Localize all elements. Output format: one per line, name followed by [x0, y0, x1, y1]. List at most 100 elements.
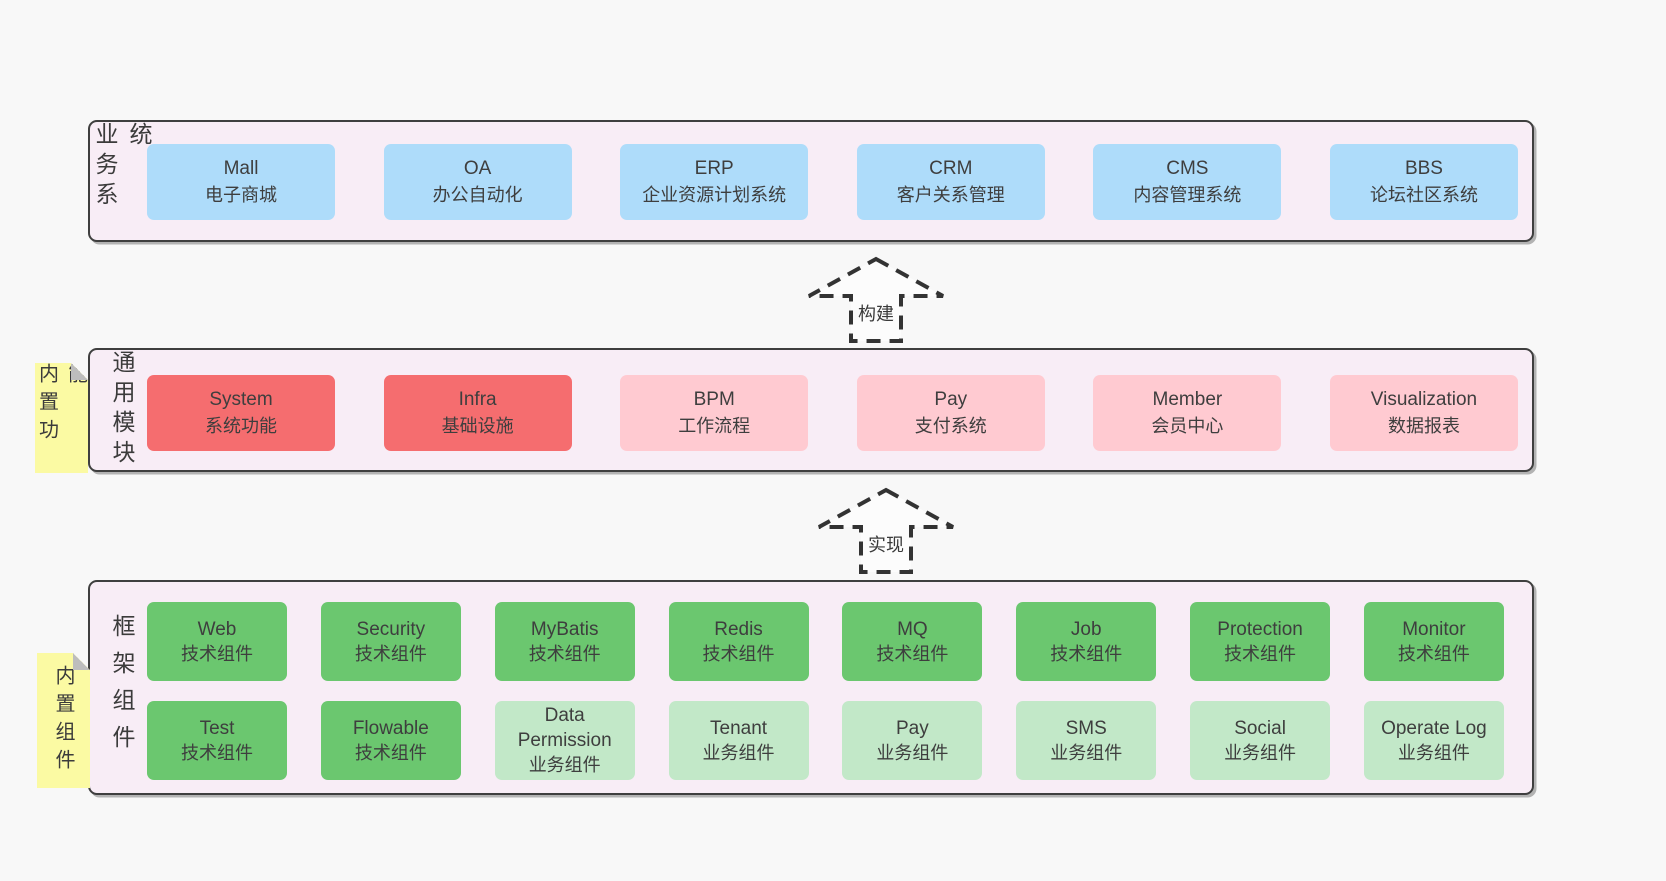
box-subtitle: 会员中心 — [1151, 416, 1224, 436]
component-box-data-permission: Data Permission 业务组件 — [494, 701, 635, 780]
module-box-system: System 系统功能 — [147, 375, 335, 451]
box-title: Mall — [223, 158, 259, 179]
box-title: BBS — [1404, 158, 1443, 179]
box-subtitle: 工作流程 — [678, 416, 751, 436]
component-box-test: Test 技术组件 — [147, 701, 287, 780]
module-box-erp: ERP 企业资源计划系统 — [620, 144, 809, 220]
up-arrow-icon — [808, 256, 944, 343]
band-label-text: 业务系统 — [92, 122, 152, 212]
box-title: BPM — [693, 389, 735, 410]
component-box-sms: SMS 业务组件 — [1016, 701, 1157, 780]
up-arrow-icon — [818, 487, 954, 574]
band-business-systems-label: 业务系统 — [92, 122, 152, 240]
implement-arrow: 实现 — [816, 487, 956, 575]
box-title: Visualization — [1370, 389, 1478, 410]
band-label-text: 框架组件 — [109, 613, 135, 762]
box-title: Flowable — [352, 717, 429, 739]
component-box-mq: MQ 技术组件 — [842, 602, 983, 681]
build-arrow: 构建 — [806, 256, 946, 344]
box-subtitle: 客户关系管理 — [896, 185, 1005, 205]
component-box-web: Web 技术组件 — [147, 602, 287, 681]
module-box-member: Member 会员中心 — [1093, 375, 1282, 451]
box-subtitle: 技术组件 — [702, 643, 775, 664]
component-box-flowable: Flowable 技术组件 — [320, 701, 461, 780]
box-title: MQ — [897, 618, 928, 640]
module-box-cms: CMS 内容管理系统 — [1093, 144, 1282, 220]
component-box-security: Security 技术组件 — [320, 602, 461, 681]
box-subtitle: 技术组件 — [1050, 643, 1123, 664]
box-subtitle: 业务组件 — [702, 742, 775, 763]
box-subtitle: 技术组件 — [181, 643, 253, 664]
box-title: Pay — [934, 389, 968, 410]
box-title: Tenant — [710, 717, 768, 739]
module-box-bpm: BPM 工作流程 — [620, 375, 809, 451]
band-common-modules: 通用模块 System 系统功能 Infra 基础设施 BPM 工作流程 Pay… — [88, 348, 1534, 472]
box-subtitle: 支付系统 — [914, 416, 987, 436]
box-subtitle: 电子商城 — [205, 185, 277, 205]
box-title: Infra — [458, 389, 497, 410]
box-title: Security — [356, 618, 426, 640]
band-common-modules-label: 通用模块 — [98, 350, 146, 470]
box-subtitle: 业务组件 — [1050, 742, 1123, 763]
box-subtitle: 技术组件 — [354, 742, 427, 763]
component-box-redis: Redis 技术组件 — [668, 602, 809, 681]
build-arrow-label: 构建 — [858, 304, 894, 324]
box-title: Data Permission — [517, 705, 612, 751]
band-business-systems: 业务系统 Mall 电子商城 OA 办公自动化 ERP 企业资源计划系统 CRM… — [88, 120, 1534, 242]
box-subtitle: 论坛社区系统 — [1369, 185, 1478, 205]
box-subtitle: 办公自动化 — [432, 185, 523, 205]
component-box-monitor: Monitor 技术组件 — [1363, 602, 1504, 681]
implement-arrow-label: 实现 — [868, 535, 904, 555]
band-framework-components-label: 框架组件 — [98, 582, 146, 793]
band-framework-components: 框架组件 Web 技术组件 Security 技术组件 MyBatis 技术组件… — [88, 580, 1534, 795]
framework-components-grid: Web 技术组件 Security 技术组件 MyBatis 技术组件 Redi… — [147, 602, 1504, 780]
box-subtitle: 业务组件 — [1224, 742, 1297, 763]
module-box-crm: CRM 客户关系管理 — [856, 144, 1045, 220]
box-title: Social — [1234, 717, 1286, 739]
box-subtitle: 内容管理系统 — [1133, 185, 1242, 205]
box-title: Test — [199, 717, 235, 739]
box-title: Member — [1152, 389, 1223, 410]
sticky-note-builtin-features: 内置功能 — [35, 363, 88, 473]
box-subtitle: 技术组件 — [354, 643, 427, 664]
box-title: CMS — [1166, 158, 1209, 179]
component-box-tenant: Tenant 业务组件 — [668, 701, 809, 780]
box-title: MyBatis — [530, 618, 599, 640]
business-systems-row: Mall 电子商城 OA 办公自动化 ERP 企业资源计划系统 CRM 客户关系… — [147, 144, 1518, 220]
box-subtitle: 企业资源计划系统 — [642, 185, 787, 205]
box-title: Web — [197, 618, 237, 640]
box-subtitle: 技术组件 — [1224, 643, 1297, 664]
box-title: OA — [463, 158, 492, 179]
box-subtitle: 系统功能 — [205, 416, 277, 436]
band-label-text: 通用模块 — [109, 350, 135, 470]
module-box-infra: Infra 基础设施 — [383, 375, 572, 451]
module-box-oa: OA 办公自动化 — [383, 144, 572, 220]
box-subtitle: 技术组件 — [528, 643, 601, 664]
component-box-protection: Protection 技术组件 — [1190, 602, 1331, 681]
box-subtitle: 业务组件 — [876, 742, 949, 763]
box-subtitle: 数据报表 — [1387, 416, 1460, 436]
box-subtitle: 技术组件 — [1397, 643, 1470, 664]
component-box-pay: Pay 业务组件 — [842, 701, 983, 780]
common-modules-row: System 系统功能 Infra 基础设施 BPM 工作流程 Pay 支付系统… — [147, 375, 1518, 451]
sticky-fold-corner — [71, 363, 88, 380]
module-box-visualization: Visualization 数据报表 — [1329, 375, 1518, 451]
module-box-mall: Mall 电子商城 — [147, 144, 335, 220]
box-title: Monitor — [1402, 618, 1466, 640]
box-subtitle: 技术组件 — [181, 742, 253, 763]
box-title: System — [209, 389, 273, 410]
component-box-job: Job 技术组件 — [1016, 602, 1157, 681]
box-title: Operate Log — [1381, 717, 1487, 739]
box-title: Redis — [714, 618, 763, 640]
box-subtitle: 业务组件 — [528, 755, 601, 775]
component-box-mybatis: MyBatis 技术组件 — [494, 602, 635, 681]
box-title: Job — [1070, 618, 1102, 640]
module-box-pay: Pay 支付系统 — [856, 375, 1045, 451]
box-title: Pay — [896, 717, 929, 739]
box-title: SMS — [1065, 717, 1107, 739]
sticky-note-builtin-components: 内置组件 — [37, 653, 90, 788]
component-box-social: Social 业务组件 — [1190, 701, 1331, 780]
box-subtitle: 技术组件 — [876, 643, 949, 664]
box-subtitle: 业务组件 — [1397, 742, 1470, 763]
sticky-note-text: 内置组件 — [52, 664, 74, 777]
